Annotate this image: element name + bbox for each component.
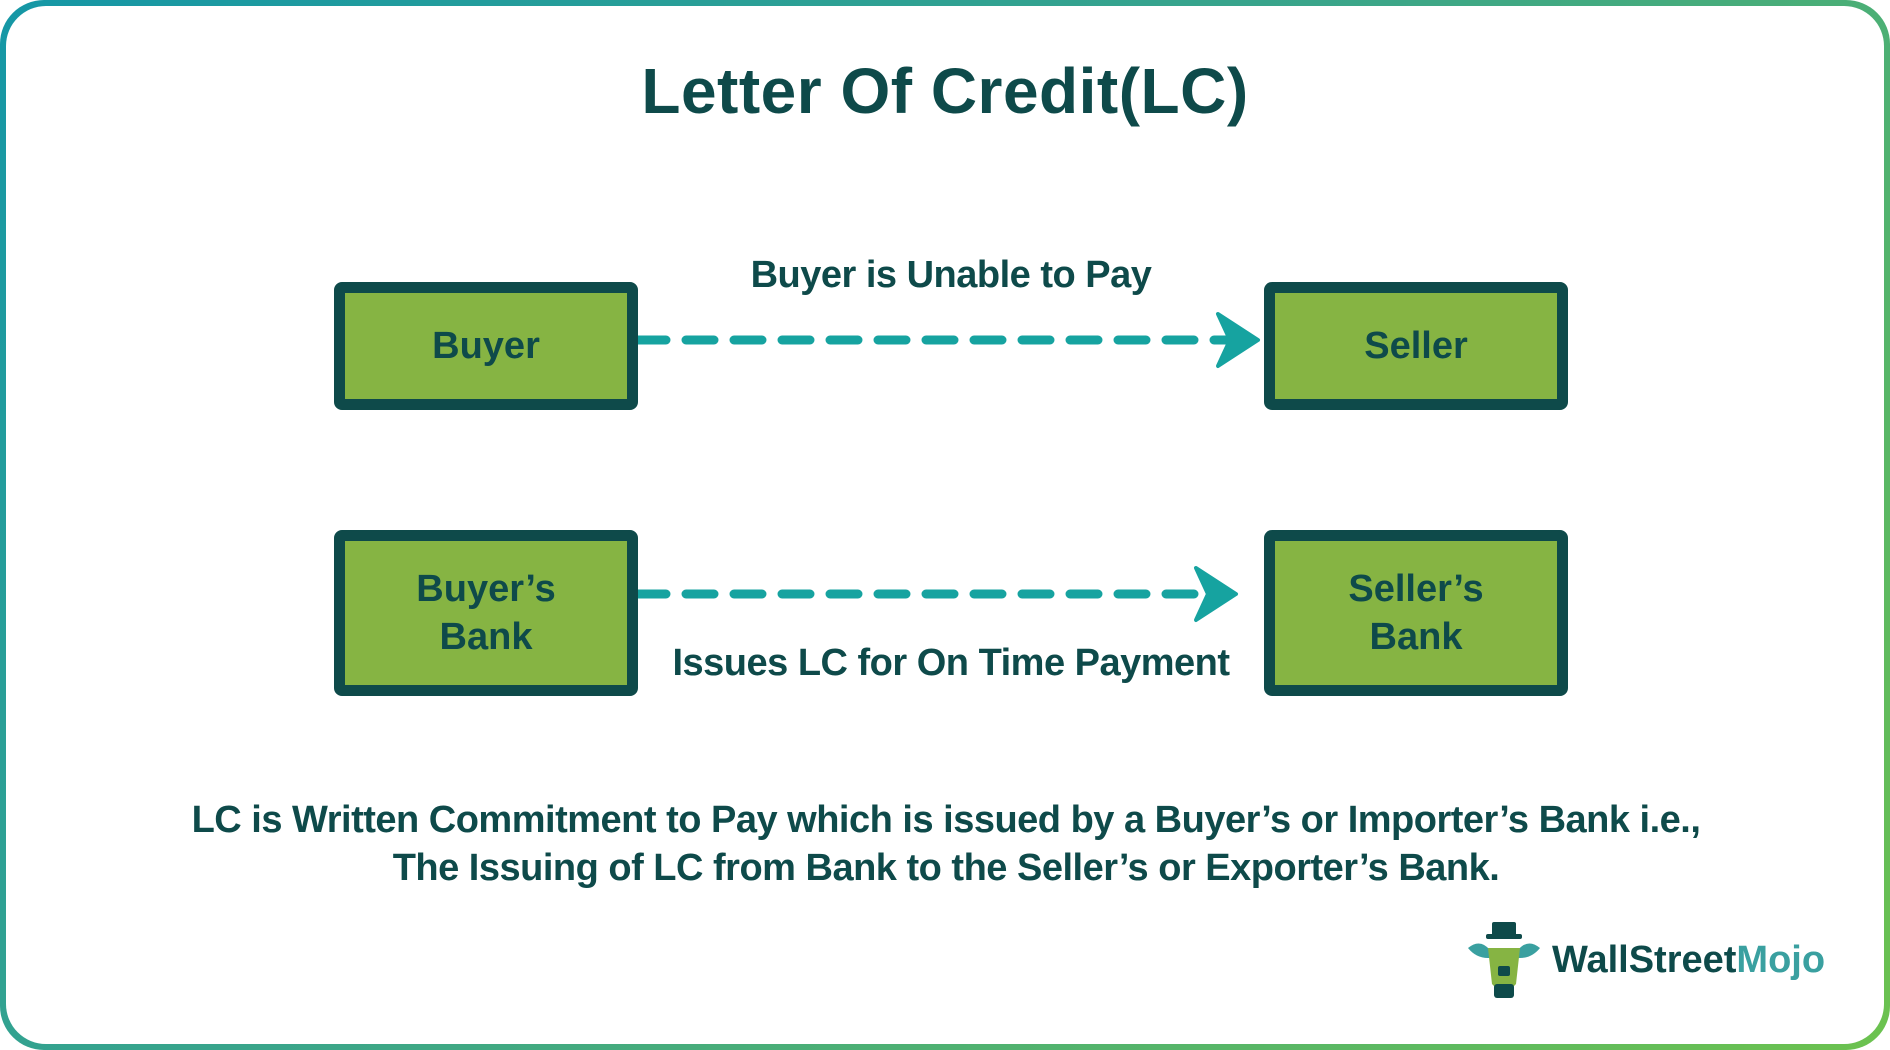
node-buyers-bank-label: Buyer’s Bank (416, 568, 556, 658)
diagram-canvas: Letter Of Credit(LC) Buyer Seller Buyer’… (6, 6, 1884, 1044)
diagram-title: Letter Of Credit(LC) (641, 55, 1249, 127)
edge-label-bottom: Issues LC for On Time Payment (672, 642, 1230, 684)
brand-logo-text-part2: Mojo (1736, 938, 1826, 981)
node-buyers-bank: Buyer’s Bank (334, 530, 638, 696)
node-buyer-label: Buyer (432, 325, 540, 367)
brand-logo: WallStreetMojo (1462, 918, 1825, 1002)
node-buyer: Buyer (334, 282, 638, 410)
node-sellers-bank: Seller’s Bank (1264, 530, 1568, 696)
arrows-layer (633, 312, 1260, 622)
brand-logo-text: WallStreetMojo (1552, 939, 1825, 982)
node-sellers-bank-label: Seller’s Bank (1348, 568, 1484, 658)
description-text: LC is Written Commitment to Pay which is… (191, 799, 1701, 889)
brand-logo-text-part1: WallStreet (1552, 938, 1737, 981)
edge-label-top: Buyer is Unable to Pay (750, 254, 1152, 296)
node-seller: Seller (1264, 282, 1568, 410)
node-seller-label: Seller (1364, 325, 1468, 367)
bull-icon (1468, 922, 1540, 998)
arrow-buyer-to-seller (633, 312, 1260, 368)
arrow-buyersbank-to-sellersbank (633, 566, 1238, 622)
